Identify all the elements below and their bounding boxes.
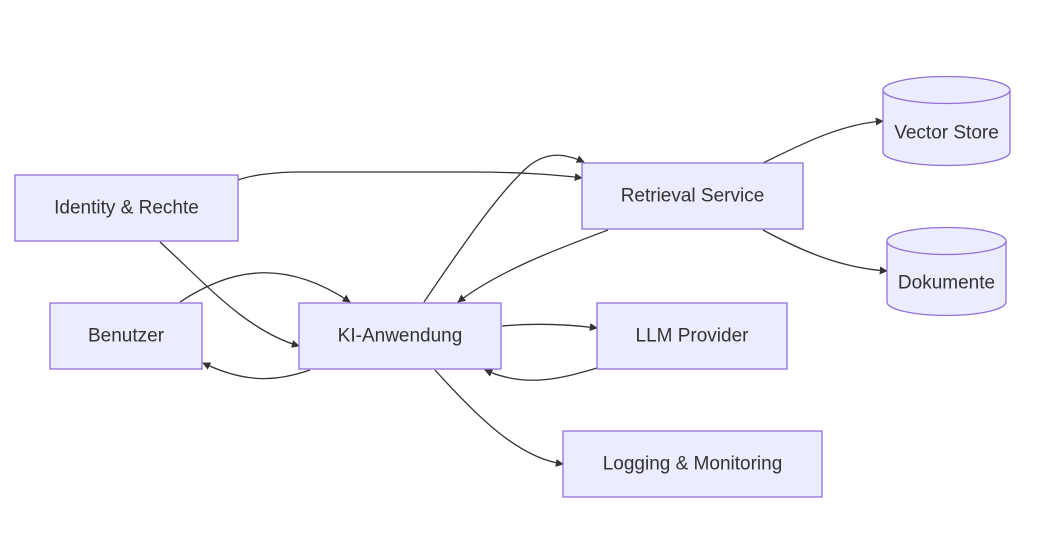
edge-ki-to-benutzer — [202, 362, 311, 380]
edge-ki-to-llm — [501, 323, 598, 332]
node-vector-store-label: Vector Store — [894, 123, 999, 144]
node-llm-provider-label: LLM Provider — [636, 326, 750, 347]
node-identity-label: Identity & Rechte — [54, 198, 199, 219]
edges — [159, 117, 888, 467]
edge-ki-to-retrieval — [423, 154, 585, 303]
edge-retrieval-to-dokumente — [762, 229, 888, 275]
node-retrieval-service[interactable]: Retrieval Service — [581, 162, 804, 230]
node-identity[interactable]: Identity & Rechte — [14, 174, 239, 242]
edge-retrieval-to-ki — [457, 229, 609, 303]
edge-llm-to-ki — [484, 367, 598, 381]
node-logging-monitoring[interactable]: Logging & Monitoring — [562, 430, 823, 498]
node-vector-store[interactable]: Vector Store — [882, 75, 1011, 167]
edge-ki-to-logging — [434, 369, 564, 467]
node-ki-anwendung[interactable]: KI-Anwendung — [298, 302, 502, 370]
node-logging-monitoring-label: Logging & Monitoring — [603, 454, 783, 475]
edge-identity-to-retrieval — [237, 171, 583, 181]
node-llm-provider[interactable]: LLM Provider — [596, 302, 788, 370]
node-dokumente[interactable]: Dokumente — [886, 226, 1007, 317]
edge-identity-to-ki — [159, 241, 300, 348]
node-dokumente-label: Dokumente — [898, 273, 995, 294]
edge-benutzer-to-ki — [179, 272, 351, 303]
node-retrieval-service-label: Retrieval Service — [621, 186, 765, 207]
edge-retrieval-to-vector — [762, 117, 884, 164]
node-ki-anwendung-label: KI-Anwendung — [338, 326, 463, 347]
node-benutzer[interactable]: Benutzer — [49, 302, 203, 370]
node-benutzer-label: Benutzer — [88, 326, 165, 347]
